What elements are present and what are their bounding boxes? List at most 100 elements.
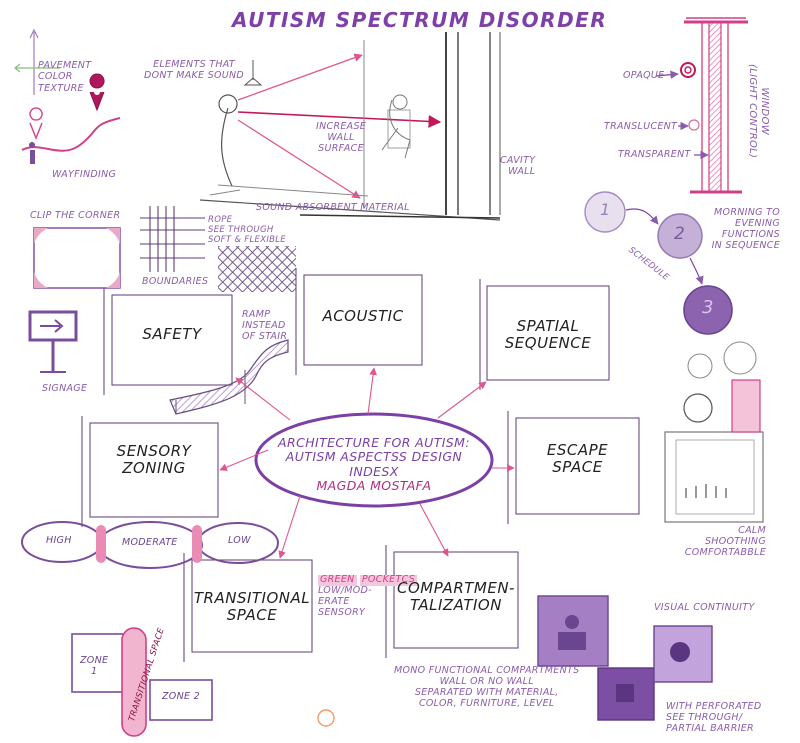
clip-corner-sketch xyxy=(33,227,121,289)
pavement-line-2: COLOR xyxy=(38,71,73,83)
transitional-line-2: SPACE xyxy=(226,606,278,625)
sensory-zoning-label: SENSORY ZONING xyxy=(90,442,218,478)
rope-line-2: SEE THROUGH xyxy=(208,224,274,235)
transitional-line-1: TRANSITIONAL xyxy=(193,589,311,607)
mono-line-4: COLOR, FURNITURE, LEVEL xyxy=(418,697,555,709)
green-line-1: GREEN xyxy=(318,574,357,586)
opaque-label: OPAQUE xyxy=(623,70,665,81)
spatial-sequence-box xyxy=(486,285,610,381)
perforated-line-1: WITH PERFORATED xyxy=(666,701,762,712)
wayfinding-sketch xyxy=(14,28,121,164)
center-line-4: MAGDA MOSTAFA xyxy=(316,478,432,494)
window-label: WINDOW (LIGHT CONTROL) xyxy=(747,64,771,159)
schedule-sketch xyxy=(584,191,733,335)
elements-line-2: DONT MAKE SOUND xyxy=(144,69,245,81)
increase-line-3: SURFACE xyxy=(318,142,364,154)
signage-sketch xyxy=(28,310,78,373)
spatial-sequence-label: SPATIAL SEQUENCE xyxy=(487,317,609,353)
zone-high-label: HIGH xyxy=(46,535,72,546)
ramp-sketch xyxy=(169,339,289,415)
transitional-space-box xyxy=(191,559,313,653)
zones-sketch xyxy=(71,627,335,737)
boundaries-sketch xyxy=(140,206,296,292)
sensory-line-2: ZONING xyxy=(122,459,186,478)
perforated-line-2: SEE THROUGH/ xyxy=(666,711,743,723)
schedule-num-3: 3 xyxy=(702,297,714,318)
escape-line-2: SPACE xyxy=(552,458,603,477)
schedule-num-2: 2 xyxy=(674,224,685,244)
green-line-2: POCKETCS xyxy=(359,574,418,586)
ramp-line-3: OF STAIR xyxy=(242,330,288,342)
sound-absorbent-label: SOUND ABSORBENT MATERIAL xyxy=(256,202,410,213)
increase-wall-label: INCREASE WALL SURFACE xyxy=(316,121,367,155)
wayfinding-label: WAYFINDING xyxy=(52,169,117,180)
boundaries-label: BOUNDARIES xyxy=(142,276,209,287)
window-sketch xyxy=(655,17,748,194)
increase-line-2: WALL xyxy=(327,131,355,143)
green-pockets-label: GREEN POCKETCS LOW/MOD- ERATE SENSORY xyxy=(318,574,418,619)
elements-line-1: ELEMENTS THAT xyxy=(153,59,235,70)
calm-label: CALM SHOOTHING COMFORTABBLE xyxy=(676,525,766,559)
center-line-2: AUTISM ASPECTSS DESIGN xyxy=(285,449,463,465)
visual-continuity-label: VISUAL CONTINUITY xyxy=(654,602,755,613)
translucent-label: TRANSLUCENT xyxy=(604,121,678,132)
mono-line-1: MONO FUNCTIONAL COMPARTMENTS xyxy=(394,665,580,676)
elements-label: ELEMENTS THAT DONT MAKE SOUND xyxy=(144,59,245,82)
zone-2-label: ZONE 2 xyxy=(162,691,200,702)
perforated-label: WITH PERFORATED SEE THROUGH/ PARTIAL BAR… xyxy=(666,701,762,735)
signage-label: SIGNAGE xyxy=(42,383,88,394)
rope-line-1: ROPE xyxy=(208,215,233,225)
clip-corner-label: CLIP THE CORNER xyxy=(30,210,121,221)
center-line-1: ARCHITECTURE FOR AUTISM: xyxy=(278,435,470,450)
spatial-line-2: SEQUENCE xyxy=(504,334,592,353)
schedule-num-1: 1 xyxy=(600,200,611,219)
increase-line-1: INCREASE xyxy=(316,121,367,132)
low-mod-line-1: LOW/MOD- xyxy=(318,584,372,596)
perforated-line-3: PARTIAL BARRIER xyxy=(666,722,754,734)
safety-box xyxy=(111,294,233,386)
zoning-ellipses xyxy=(21,521,279,569)
compartmentalization-box xyxy=(393,551,519,649)
transparent-label: TRANSPARENT xyxy=(618,149,691,160)
compartments-sketch xyxy=(537,595,713,721)
center-line-3: INDESX xyxy=(349,463,399,479)
escape-space-box xyxy=(515,417,640,515)
compart-line-2: TALIZATION xyxy=(410,596,502,615)
zone-1-label: ZONE 1 xyxy=(80,655,109,678)
window-line-2: (LIGHT CONTROL) xyxy=(747,64,759,159)
morning-label: MORNING TO EVENING FUNCTIONS IN SEQUENCE xyxy=(700,207,780,252)
sensory-zoning-box xyxy=(89,422,219,518)
zone-1-line-1: ZONE xyxy=(80,655,109,666)
spatial-line-1: SPATIAL xyxy=(516,317,580,335)
escape-line-1: ESCAPE xyxy=(546,441,609,459)
zone-moderate-label: MODERATE xyxy=(122,537,178,548)
compart-line-1: COMPARTMEN- xyxy=(397,579,515,597)
mono-functional-label: MONO FUNCTIONAL COMPARTMENTS WALL OR NO … xyxy=(394,665,580,710)
pavement-label: PAVEMENT COLOR TEXTURE xyxy=(38,60,91,94)
transitional-space-label: TRANSITIONAL SPACE xyxy=(192,589,312,625)
pavement-line-3: TEXTURE xyxy=(38,82,84,94)
calm-line-2: SHOOTHING xyxy=(704,535,766,547)
compartmentalization-label: COMPARTMEN- TALIZATION xyxy=(394,579,518,615)
morning-line-2: EVENING xyxy=(735,217,780,229)
cavity-line-2: WALL xyxy=(508,165,536,177)
calm-line-3: COMFORTABBLE xyxy=(684,546,766,558)
escape-space-label: ESCAPE SPACE xyxy=(516,441,639,477)
low-mod-line-2: ERATE xyxy=(318,595,350,607)
sensory-line-1: SENSORY xyxy=(116,442,192,460)
zone-low-label: LOW xyxy=(228,535,251,546)
mono-line-2: WALL OR NO WALL xyxy=(439,675,534,687)
safety-label: SAFETY xyxy=(142,325,202,343)
morning-line-1: MORNING TO xyxy=(714,207,780,218)
rope-line-3: SOFT & FLEXIBLE xyxy=(208,234,286,245)
ramp-label: RAMP INSTEAD OF STAIR xyxy=(242,309,288,343)
pavement-line-1: PAVEMENT xyxy=(38,60,92,71)
center-title: ARCHITECTURE FOR AUTISM: AUTISM ASPECTSS… xyxy=(258,435,490,494)
window-line-1: WINDOW xyxy=(759,87,770,135)
page-title: AUTISM SPECTRUM DISORDER xyxy=(232,8,608,32)
ramp-line-1: RAMP xyxy=(242,309,271,320)
rope-label: ROPE SEE THROUGH SOFT & FLEXIBLE xyxy=(208,215,286,245)
mono-line-3: SEPARATED WITH MATERIAL, xyxy=(414,686,559,698)
cavity-line-1: CAVITY xyxy=(500,155,536,166)
